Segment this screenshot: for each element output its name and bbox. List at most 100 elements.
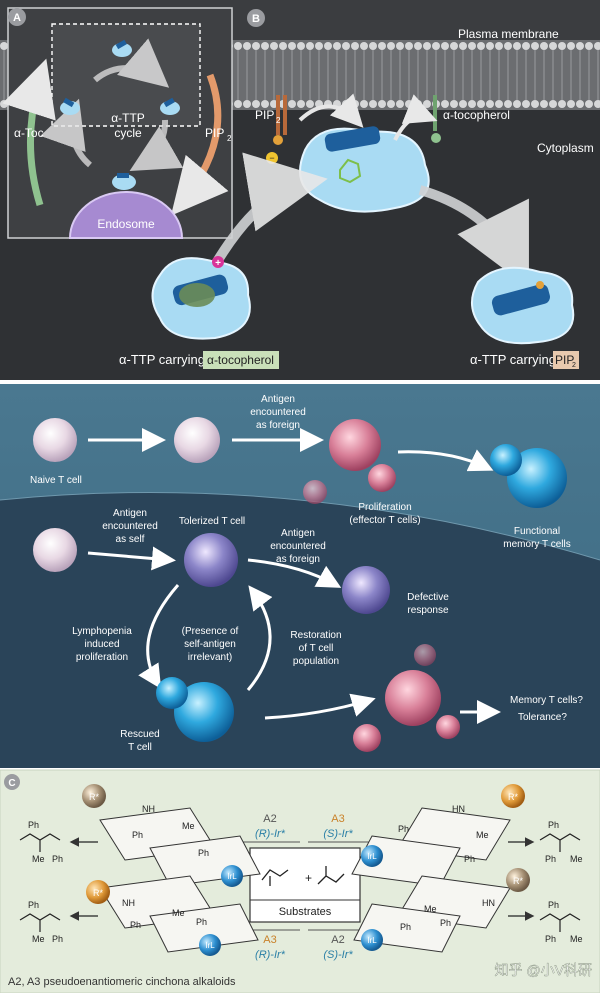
naive-t-cell	[33, 418, 77, 462]
me-ul: Me	[182, 821, 195, 831]
lipid-head	[585, 100, 593, 108]
lipid-head	[306, 42, 314, 50]
endosome-label: Endosome	[97, 217, 155, 231]
memory-t-cell	[507, 448, 567, 508]
lipid-head	[450, 100, 458, 108]
arrow-to-tolerized	[87, 546, 176, 571]
carrying-toc-box-label: α-tocopherol	[207, 353, 274, 367]
lipid-head	[441, 42, 449, 50]
lipid-head	[378, 42, 386, 50]
effector-t-cell	[329, 419, 381, 471]
lipid-head	[342, 42, 350, 50]
central-ligand	[339, 158, 362, 184]
lipid-head	[513, 100, 521, 108]
antigen-foreign-2-l1: Antigen	[281, 528, 315, 539]
lipid-head	[252, 42, 260, 50]
prod-ph-7: Ph	[548, 900, 559, 910]
lipid-head	[522, 42, 530, 50]
restoration-l2: of T cell	[299, 643, 334, 654]
lipid-head	[495, 100, 503, 108]
lipid-head	[414, 100, 422, 108]
lymphopenia-l1: Lymphopenia	[72, 626, 132, 637]
arrow-lymphopenia	[138, 584, 180, 690]
prod-ph-6: Ph	[545, 854, 556, 864]
lipid-head	[261, 100, 269, 108]
rescued-t-cell-small	[156, 677, 188, 709]
hn-lr: HN	[482, 898, 495, 908]
antigen-foreign-2-l2: encountered	[270, 541, 326, 552]
activated-t-cell	[174, 417, 220, 463]
tocopherol-highlight	[203, 351, 279, 369]
antigen-foreign-2-l3: as foreign	[276, 554, 320, 565]
lipid-head	[405, 100, 413, 108]
rescued-t-cell	[174, 682, 234, 742]
antigen-foreign-1-l2: encountered	[250, 407, 306, 418]
lipid-head	[540, 100, 548, 108]
complex-lower-left: R* NH Me Ph Ph IrL	[86, 875, 259, 956]
lipid-head	[486, 42, 494, 50]
defective-t-cell	[342, 566, 390, 614]
lipid-head	[315, 42, 323, 50]
hn-ur: HN	[452, 804, 465, 814]
lipid-head	[351, 100, 359, 108]
arrow-to-memory	[397, 449, 494, 472]
chiral-amine-orb-ur	[501, 784, 525, 808]
lipid-head	[576, 42, 584, 50]
pip2-subscript: 2	[227, 134, 232, 143]
lipid-head	[414, 42, 422, 50]
arrow-to-defective	[247, 558, 342, 588]
lipid-head	[387, 42, 395, 50]
cytoplasm-label: Cytoplasm	[537, 141, 594, 155]
lipid-head	[369, 100, 377, 108]
lipid-head	[450, 42, 458, 50]
lymphopenia-l2: induced	[84, 639, 119, 650]
lipid-head	[351, 42, 359, 50]
panel-t-cells: Naive T cell Antigen encountered as fore…	[0, 384, 600, 768]
pip-highlight	[553, 351, 579, 369]
lipid-head	[567, 42, 575, 50]
presence-l1: (Presence of	[182, 626, 239, 637]
defective-l1: Defective	[407, 592, 449, 603]
lipid-head	[441, 100, 449, 108]
defective-l2: response	[407, 605, 449, 616]
lipid-head	[576, 100, 584, 108]
ph-ll-2: Ph	[196, 917, 207, 927]
irl-ul: IrL	[227, 872, 237, 881]
tolerized-t-cell	[184, 533, 238, 587]
lipid-head	[468, 42, 476, 50]
me-ur: Me	[476, 830, 489, 840]
lipid-head	[459, 100, 467, 108]
lipid-head	[513, 42, 521, 50]
complex-lower-right: R* HN Me Ph Ph IrL	[353, 868, 530, 953]
prod-me-4: Me	[570, 934, 583, 944]
antigen-self-l1: Antigen	[113, 508, 147, 519]
prod-me-1: Me	[32, 854, 45, 864]
substrates-label: Substrates	[279, 906, 332, 918]
presence-l2: self-antigen	[184, 639, 236, 650]
complex-upper-left: R* NH Ph Me Ph IrL	[82, 784, 261, 887]
carrying-toc-prefix: α-TTP carrying	[119, 352, 205, 367]
svg-text:+: +	[305, 871, 312, 885]
tolerance-question: Tolerance?	[518, 712, 567, 723]
prod-me-2: Me	[32, 934, 45, 944]
iridium-orb-lr	[361, 929, 383, 951]
lipid-head	[324, 42, 332, 50]
cycle-arrow-left	[40, 98, 93, 168]
lipid-head	[423, 42, 431, 50]
me-lr: Me	[424, 904, 437, 914]
naive-label: Naive T cell	[30, 475, 82, 486]
functional-l2: memory T cells	[503, 539, 570, 550]
lipid-head	[540, 42, 548, 50]
arrow-to-membrane	[210, 152, 328, 268]
badge-a-label: A	[13, 12, 21, 24]
tocopherol-membrane-label: α-tocopherol	[443, 108, 510, 122]
carrying-pip-box-label: PIP	[555, 353, 574, 367]
antigen-self-l2: encountered	[102, 521, 158, 532]
proliferation-l1: Proliferation	[358, 502, 411, 513]
cycle-arrow-top	[93, 38, 170, 88]
ph-ur-1: Ph	[398, 824, 409, 834]
lipid-head	[270, 42, 278, 50]
functional-l1: Functional	[514, 526, 560, 537]
lipid-head	[558, 100, 566, 108]
r-ir-top: (R)-Ir*	[255, 828, 286, 840]
